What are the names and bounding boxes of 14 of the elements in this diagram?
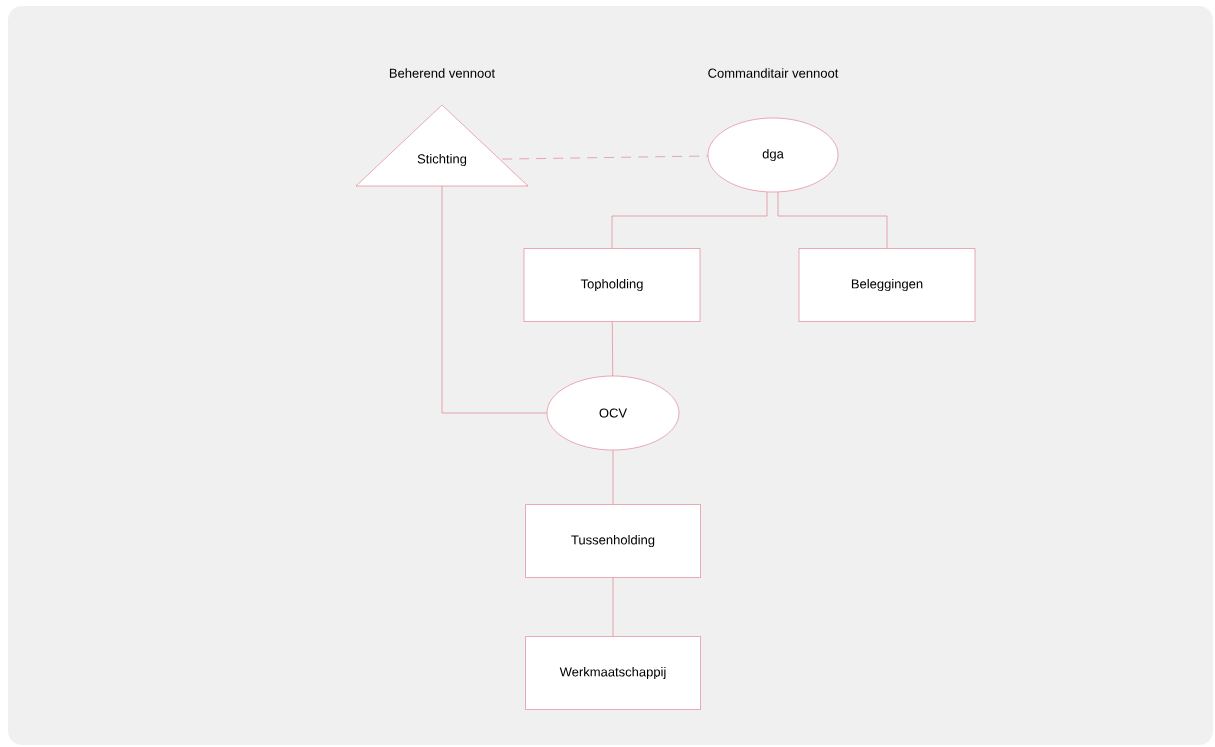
connector bbox=[502, 155, 709, 160]
connector bbox=[612, 321, 613, 376]
connector bbox=[611, 192, 768, 249]
box: Beleggingen bbox=[798, 248, 976, 322]
heading: Beherend vennoot bbox=[389, 68, 495, 78]
triangle: Stichting bbox=[355, 104, 529, 187]
connector bbox=[441, 186, 547, 414]
connector bbox=[612, 450, 614, 505]
box: Werkmaatschappij bbox=[525, 636, 701, 710]
box: Tussenholding bbox=[525, 504, 701, 578]
box: Topholding bbox=[523, 248, 701, 322]
connector bbox=[777, 192, 888, 249]
heading: Commanditair vennoot bbox=[708, 68, 839, 78]
connector bbox=[612, 577, 614, 637]
